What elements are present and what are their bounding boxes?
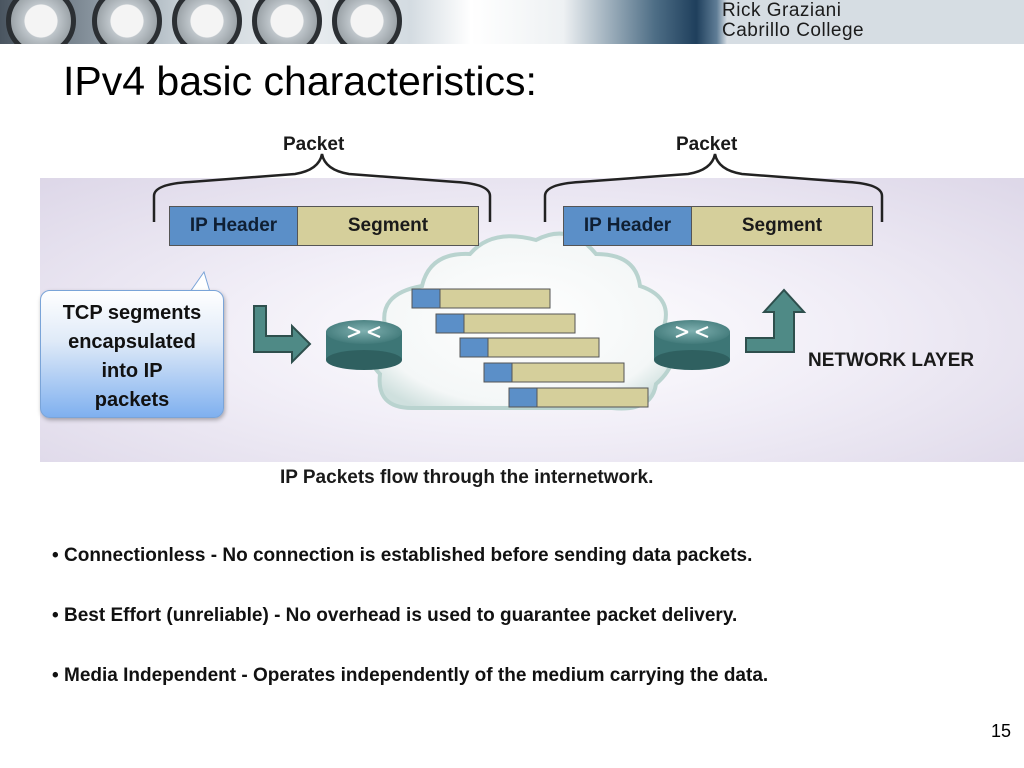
bullet-list: •Connectionless - No connection is estab… — [52, 543, 768, 723]
network-figure: Packet Packet IP Header Segment IP Heade… — [40, 126, 1024, 506]
page-number: 15 — [991, 721, 1012, 741]
arrow-icon — [253, 305, 312, 365]
bullet-text: Best Effort (unreliable) - No overhead i… — [64, 605, 738, 626]
brace-left — [152, 153, 492, 222]
bullet-text: Media Independent - Operates independent… — [64, 665, 769, 686]
bullet-symbol: • — [52, 545, 59, 566]
banner-image-disc — [332, 0, 402, 44]
router-icon — [654, 320, 730, 370]
banner-image-disc — [92, 0, 162, 44]
figure-caption: IP Packets flow through the internetwork… — [280, 467, 654, 488]
slide-title: IPv4 basic characteristics: — [63, 58, 537, 104]
packet-label-right: Packet — [676, 134, 738, 155]
ip-header-right: IP Header — [564, 207, 692, 245]
banner-college: Cabrillo College — [722, 20, 865, 41]
arrow-icon — [745, 288, 807, 353]
banner-image-disc — [252, 0, 322, 44]
packet-right: IP Header Segment — [563, 206, 873, 246]
router-icon — [326, 320, 402, 370]
header-banner: Rick Graziani Cabrillo College — [0, 0, 1024, 44]
bullet-text: Connectionless - No connection is establ… — [64, 545, 753, 566]
callout-pointer — [189, 270, 211, 293]
network-diagram — [152, 153, 884, 411]
bullet-symbol: • — [52, 665, 59, 686]
bullet-item: •Best Effort (unreliable) - No overhead … — [52, 603, 768, 629]
packet-stack — [411, 288, 649, 408]
bullet-symbol: • — [52, 605, 59, 626]
packet-label-left: Packet — [283, 134, 345, 155]
segment-left: Segment — [298, 207, 478, 245]
banner-text: Rick Graziani Cabrillo College — [722, 1, 864, 41]
banner-image-disc — [172, 0, 242, 44]
packet-left: IP Header Segment — [169, 206, 479, 246]
ip-header-left: IP Header — [170, 207, 298, 245]
network-layer-label: NETWORK LAYER — [808, 350, 975, 371]
bullet-item: •Connectionless - No connection is estab… — [52, 543, 768, 569]
banner-image-disc — [6, 0, 76, 44]
callout-bubble: TCP segments encapsulated into IP packet… — [40, 290, 224, 418]
callout-text: TCP segments encapsulated into IP packet… — [62, 302, 202, 411]
brace-right — [543, 153, 884, 222]
segment-right: Segment — [692, 207, 872, 245]
bullet-item: •Media Independent - Operates independen… — [52, 663, 768, 689]
banner-author: Rick Graziani — [722, 0, 842, 21]
